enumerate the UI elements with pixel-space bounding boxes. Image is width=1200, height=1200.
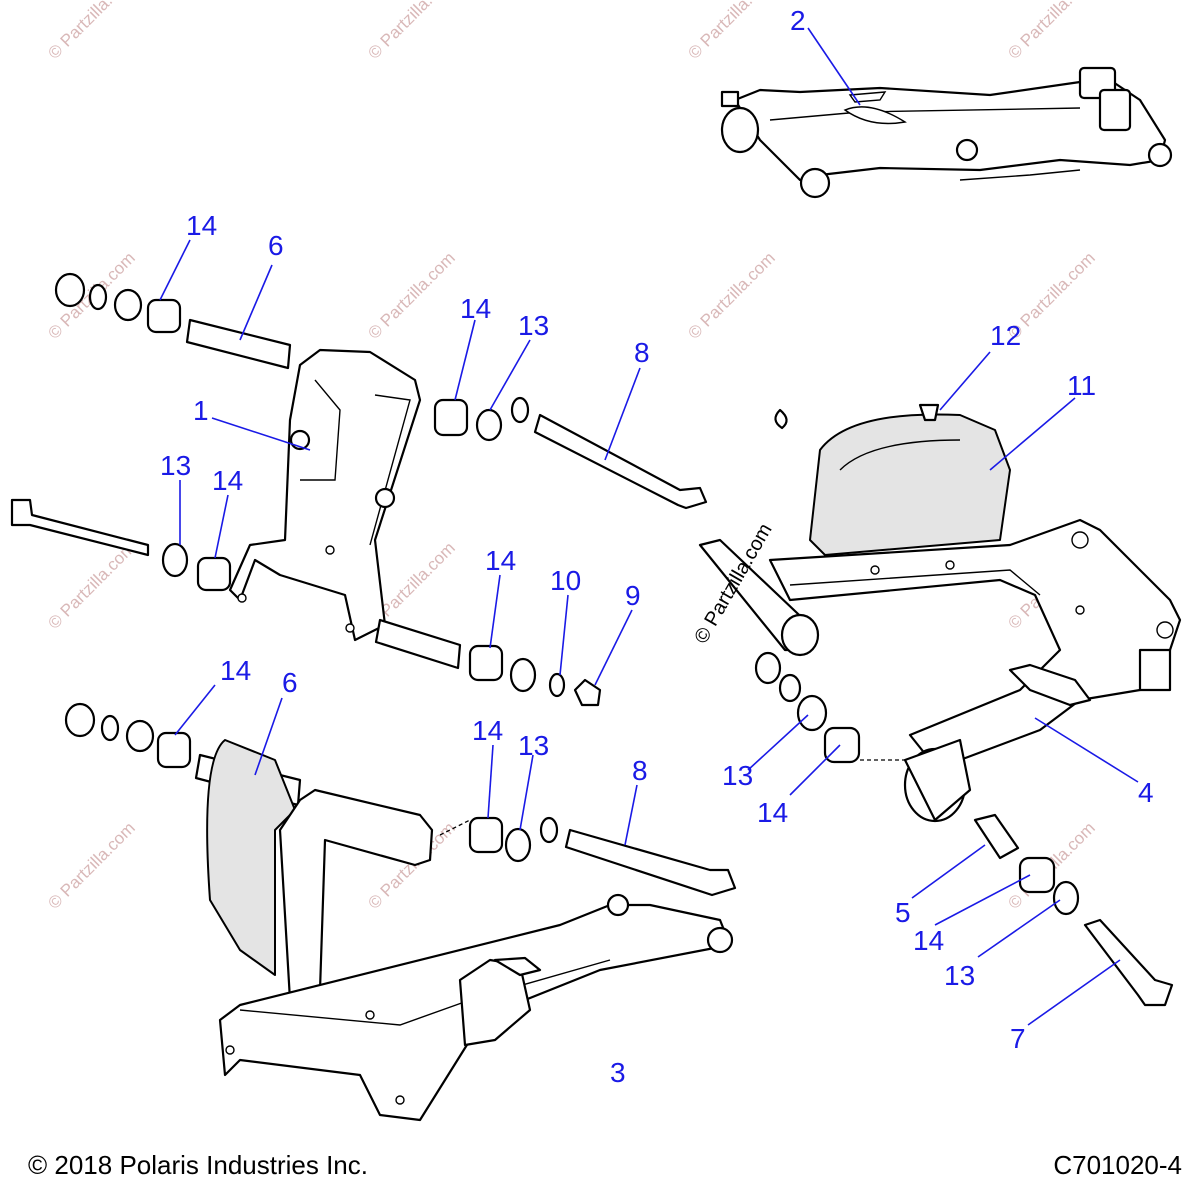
callout-labels: 2 14 6 1 14 13 8 13 14 14 10 9 14 6 14 1…	[160, 5, 1154, 1088]
callout-14: 14	[913, 925, 944, 956]
callout-14: 14	[460, 293, 491, 324]
callout-9: 9	[625, 580, 641, 611]
part-1-bracket	[228, 348, 422, 642]
part-11-guard	[774, 403, 1011, 556]
callout-14: 14	[757, 797, 788, 828]
callout-12: 12	[990, 320, 1021, 351]
callout-6: 6	[282, 667, 298, 698]
watermark: © Partzilla.com	[44, 538, 138, 632]
callout-14: 14	[212, 465, 243, 496]
watermark: © Partzilla.com	[364, 248, 458, 342]
watermark: © Partzilla.com	[44, 818, 138, 912]
hardware-row-middle	[10, 498, 602, 707]
callout-5: 5	[895, 897, 911, 928]
callout-6: 6	[268, 230, 284, 261]
callout-4: 4	[1138, 777, 1154, 808]
hardware-row-upper	[54, 272, 708, 510]
part-4-arm-assembly	[698, 518, 1182, 823]
callout-3: 3	[610, 1057, 626, 1088]
hardware-right	[754, 651, 1174, 1007]
callout-10: 10	[550, 565, 581, 596]
callout-8: 8	[634, 337, 650, 368]
callout-14: 14	[485, 545, 516, 576]
callout-7: 7	[1010, 1023, 1026, 1054]
callout-2: 2	[790, 5, 806, 36]
watermark: © Partzilla.com	[684, 0, 778, 63]
callout-14: 14	[186, 210, 217, 241]
watermark: © Partzilla.com	[684, 248, 778, 342]
part-2-upper-arm	[720, 66, 1173, 199]
callout-13: 13	[722, 760, 753, 791]
copyright-text: © 2018 Polaris Industries Inc.	[28, 1150, 368, 1180]
callout-13: 13	[518, 730, 549, 761]
watermark: © Partzilla.com	[364, 0, 458, 63]
leader-lines	[159, 27, 1139, 1026]
callout-13: 13	[160, 450, 191, 481]
watermark: © Partzilla.com	[44, 0, 138, 63]
callout-11: 11	[1067, 370, 1096, 401]
watermark: © Partzilla.com	[1004, 0, 1098, 63]
part-3-lower-arm	[206, 739, 734, 1122]
callout-13: 13	[518, 310, 549, 341]
callout-8: 8	[632, 755, 648, 786]
callout-1: 1	[193, 395, 209, 426]
callout-14: 14	[220, 655, 251, 686]
callout-14: 14	[472, 715, 503, 746]
diagram-code: C701020-4	[1053, 1150, 1182, 1180]
callout-13: 13	[944, 960, 975, 991]
